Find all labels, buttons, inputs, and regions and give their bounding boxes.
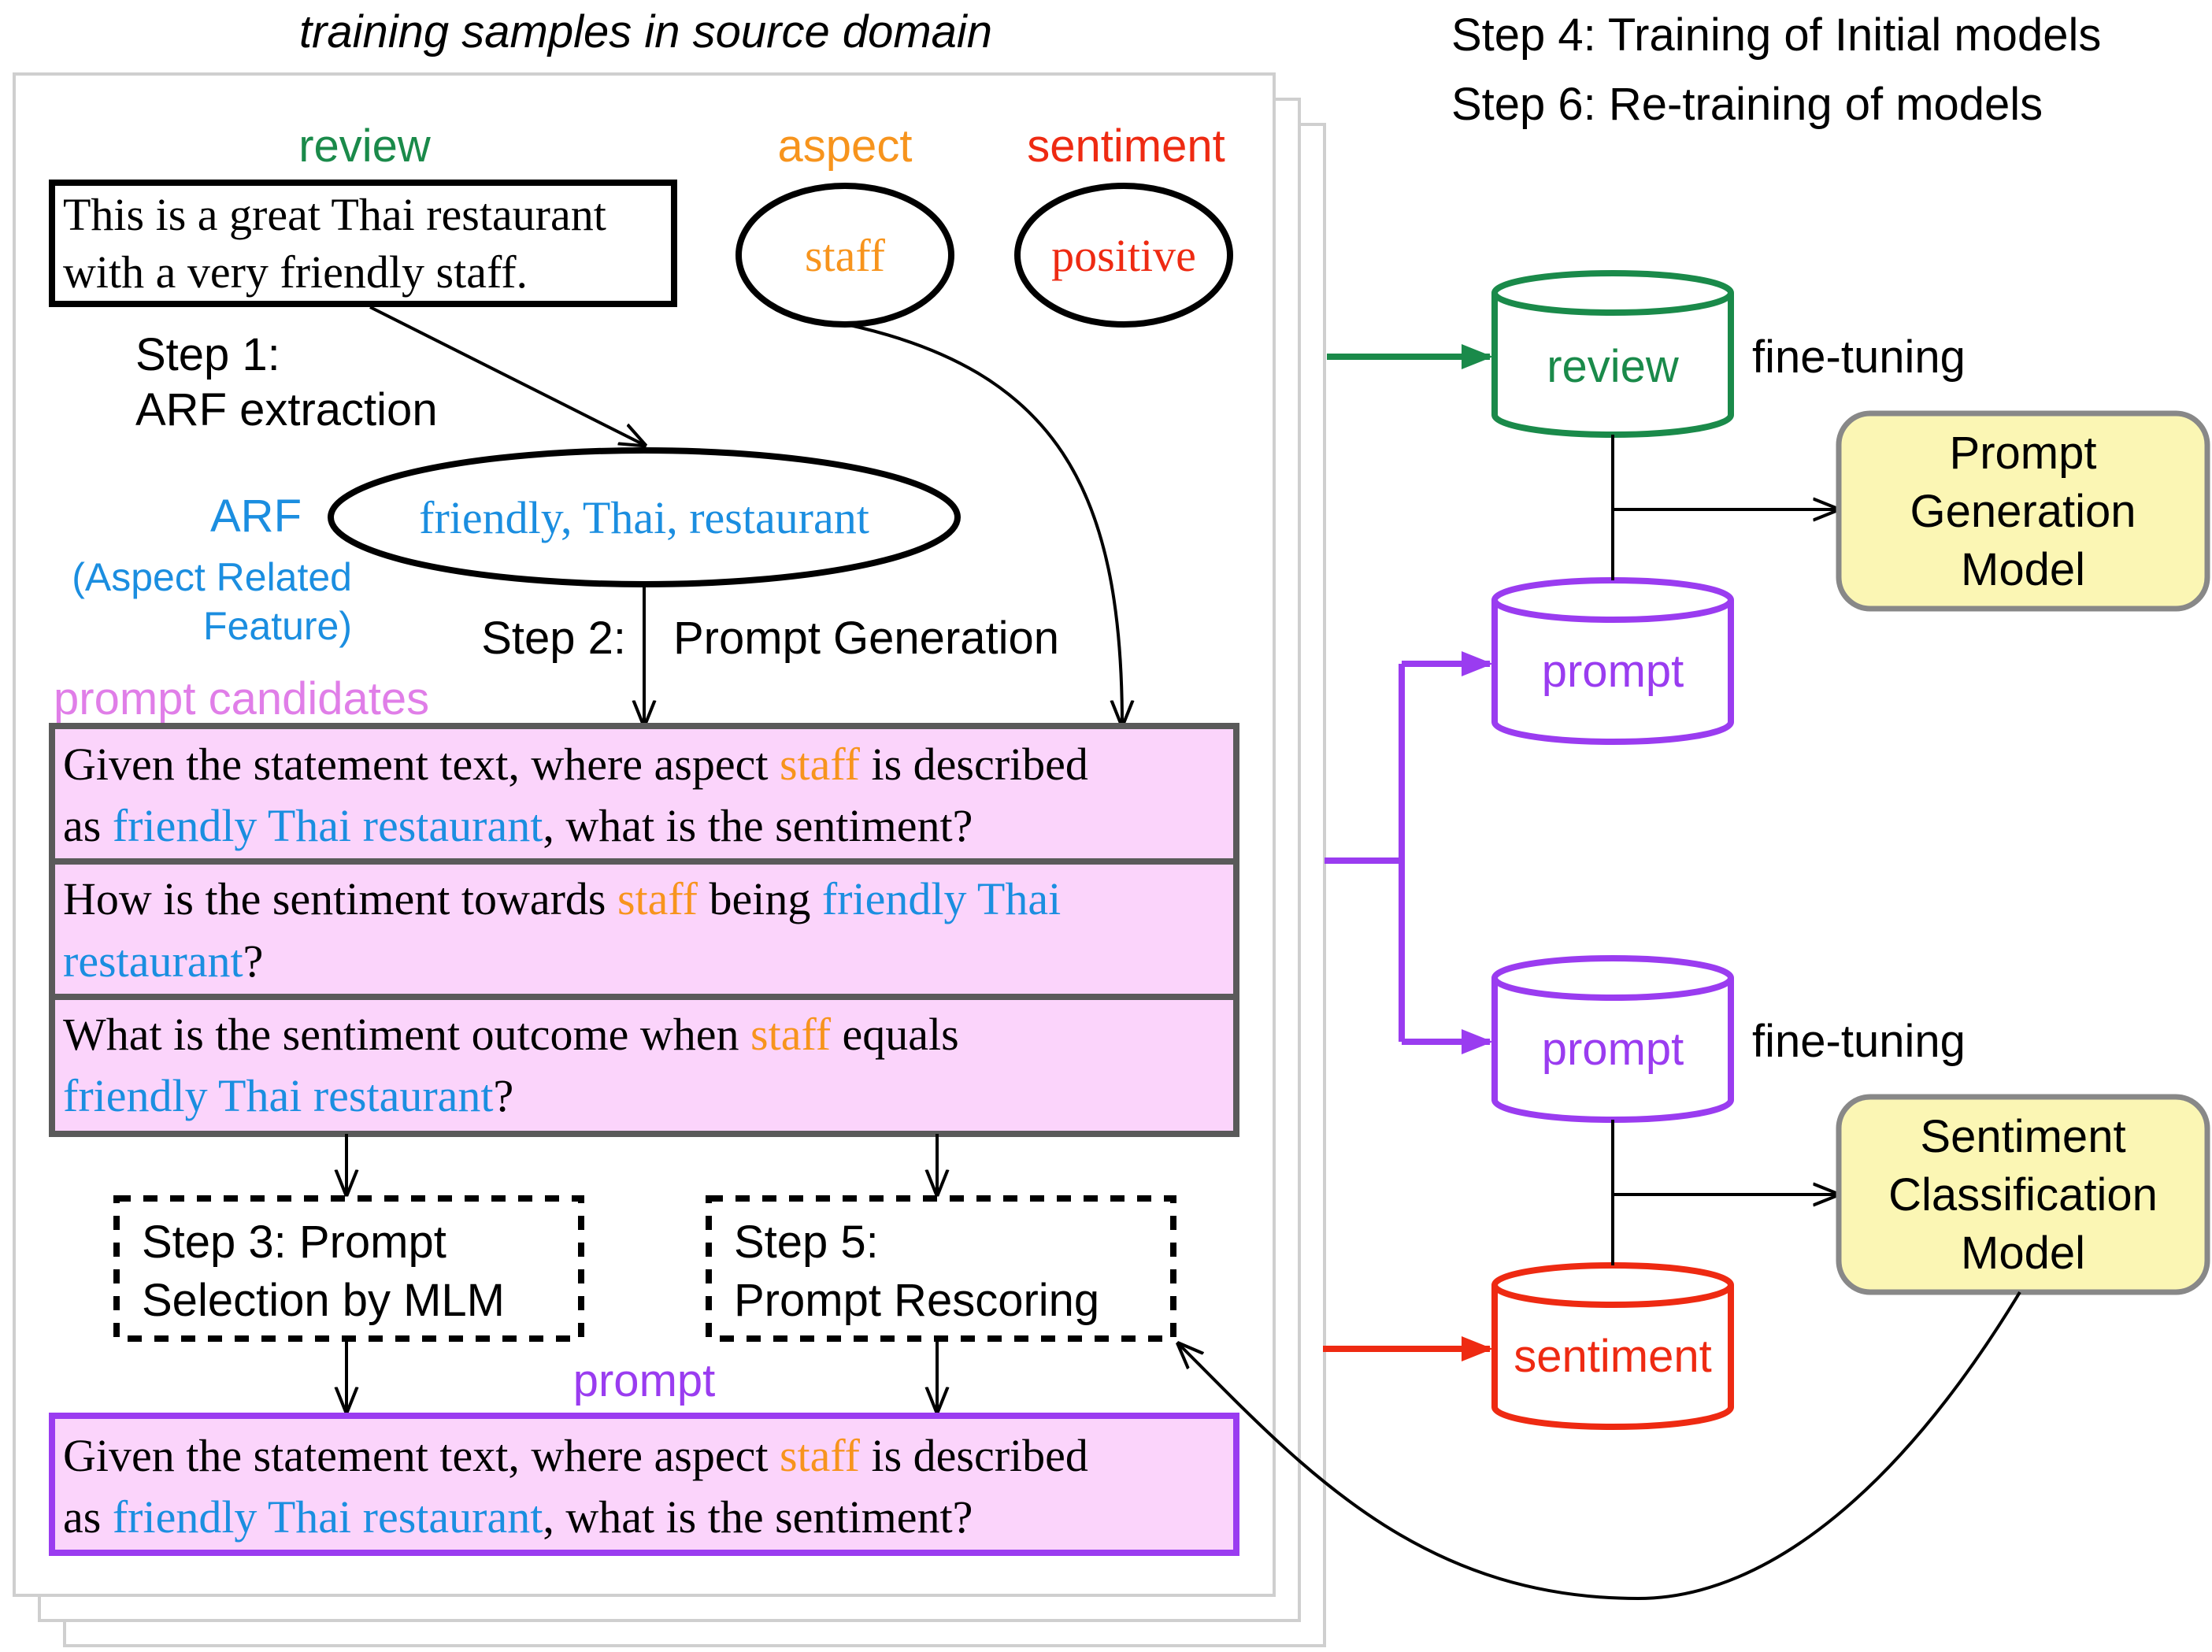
selected-prompt-line2: as friendly Thai restaurant, what is the…: [63, 1491, 973, 1543]
step3-line2: Selection by MLM: [142, 1275, 505, 1326]
sentiment-label: sentiment: [1027, 120, 1225, 172]
candidate-3-line1: What is the sentiment outcome when staff…: [63, 1009, 959, 1060]
step1-line1: Step 1:: [135, 329, 280, 380]
sentiment-classification-model-box: [1836, 1094, 2210, 1295]
selected-prompt-label: prompt: [573, 1355, 716, 1406]
prompt-text: is described: [860, 1430, 1088, 1481]
candidate-2-line1: How is the sentiment towards staff being…: [63, 873, 1061, 924]
prompt-text: What is the sentiment outcome when: [63, 1009, 750, 1060]
arf-full-line1: (Aspect Related: [72, 555, 352, 599]
step5-line2: Prompt Rescoring: [734, 1275, 1099, 1326]
prompt-db-bottom-label: prompt: [1542, 1024, 1684, 1075]
step3-line1: Step 3: Prompt: [142, 1217, 446, 1268]
selected-prompt-box: [49, 1413, 1239, 1556]
sentiment-classification-model-line1: Sentiment: [1920, 1111, 2125, 1162]
prompt-text: as: [63, 800, 113, 851]
prompt-text: Given the statement text, where aspect: [63, 1430, 780, 1481]
aspect-term: staff: [617, 873, 698, 924]
sentiment-db-label: sentiment: [1514, 1331, 1711, 1382]
prompt-generation-model-line1: Prompt: [1950, 428, 2097, 479]
step5-box: [706, 1195, 1176, 1342]
aspect-term: staff: [780, 739, 861, 790]
candidate-3-line2: friendly Thai restaurant?: [63, 1070, 513, 1121]
sentiment-classification-model-line2: Classification: [1888, 1169, 2158, 1220]
step3-box: [113, 1195, 584, 1342]
step2-name: Prompt Generation: [673, 613, 1059, 664]
step6-header: Step 6: Re-training of models: [1451, 79, 2043, 130]
prompt-generation-model-line3: Model: [1961, 544, 2085, 595]
arf-term: friendly Thai restaurant: [113, 800, 543, 851]
aspect-term: staff: [750, 1009, 832, 1060]
arrow-model-to-step5: [1179, 1291, 2021, 1601]
arrow-review-to-arf: [369, 306, 644, 445]
aspect-term: staff: [780, 1430, 861, 1481]
prompt-text: ?: [494, 1070, 514, 1121]
purple-bracket: [1325, 661, 1490, 1045]
prompt-text: equals: [831, 1009, 959, 1060]
prompt-text: is described: [860, 739, 1088, 790]
frame-title: training samples in source domain: [299, 6, 992, 57]
arf-term: restaurant: [63, 935, 243, 987]
candidates-group: [49, 723, 1239, 1137]
step4-header: Step 4: Training of Initial models: [1451, 9, 2101, 61]
arf-full-line2: Feature): [203, 604, 352, 648]
prompt-text: , what is the sentiment?: [543, 800, 973, 851]
aspect-value: staff: [805, 230, 886, 281]
step2-label: Step 2:: [481, 613, 626, 664]
arf-term: friendly Thai: [822, 873, 1061, 924]
arf-label: ARF: [210, 491, 302, 542]
connector-top-pair: [1611, 435, 1837, 580]
connector-bottom-pair: [1611, 1120, 1837, 1265]
review-text-line1: This is a great Thai restaurant: [63, 189, 606, 240]
prompt-db-top-label: prompt: [1542, 646, 1684, 697]
arf-value: friendly, Thai, restaurant: [419, 492, 869, 543]
review-db-label: review: [1547, 341, 1680, 392]
sentiment-classification-model-line3: Model: [1961, 1228, 2085, 1279]
prompt-database-top: [1491, 577, 1734, 745]
step1-line2: ARF extraction: [135, 384, 438, 435]
review-label: review: [298, 120, 432, 172]
sentiment-value: positive: [1051, 230, 1196, 281]
arf-term: friendly Thai restaurant: [113, 1491, 543, 1543]
prompt-text: being: [698, 873, 822, 924]
prompt-text: , what is the sentiment?: [543, 1491, 973, 1543]
review-database: [1491, 270, 1734, 438]
candidate-2-line2: restaurant?: [63, 935, 263, 987]
review-text-line2: with a very friendly staff.: [63, 246, 528, 298]
prompt-database-bottom: [1491, 955, 1734, 1123]
prompt-text: ?: [243, 935, 264, 987]
aspect-label: aspect: [778, 120, 913, 172]
prompt-generation-model-box: [1836, 410, 2210, 612]
prompt-text: as: [63, 1491, 113, 1543]
candidate-1-line2: as friendly Thai restaurant, what is the…: [63, 800, 973, 851]
review-box: [49, 180, 677, 307]
arf-term: friendly Thai restaurant: [63, 1070, 494, 1121]
selected-prompt-line1: Given the statement text, where aspect s…: [63, 1430, 1088, 1481]
prompt-candidates-label: prompt candidates: [54, 673, 429, 724]
fine-tuning-bottom: fine-tuning: [1752, 1016, 1966, 1067]
prompt-text: Given the statement text, where aspect: [63, 739, 780, 790]
sentiment-ellipse: [1014, 183, 1233, 328]
fine-tuning-top: fine-tuning: [1752, 332, 1966, 383]
candidate-1-line1: Given the statement text, where aspect s…: [63, 739, 1088, 790]
aspect-ellipse: [735, 183, 954, 328]
prompt-generation-model-line2: Generation: [1910, 486, 2136, 537]
arrow-aspect-to-candidates: [846, 323, 1122, 724]
step5-line1: Step 5:: [734, 1217, 879, 1268]
prompt-text: How is the sentiment towards: [63, 873, 617, 924]
